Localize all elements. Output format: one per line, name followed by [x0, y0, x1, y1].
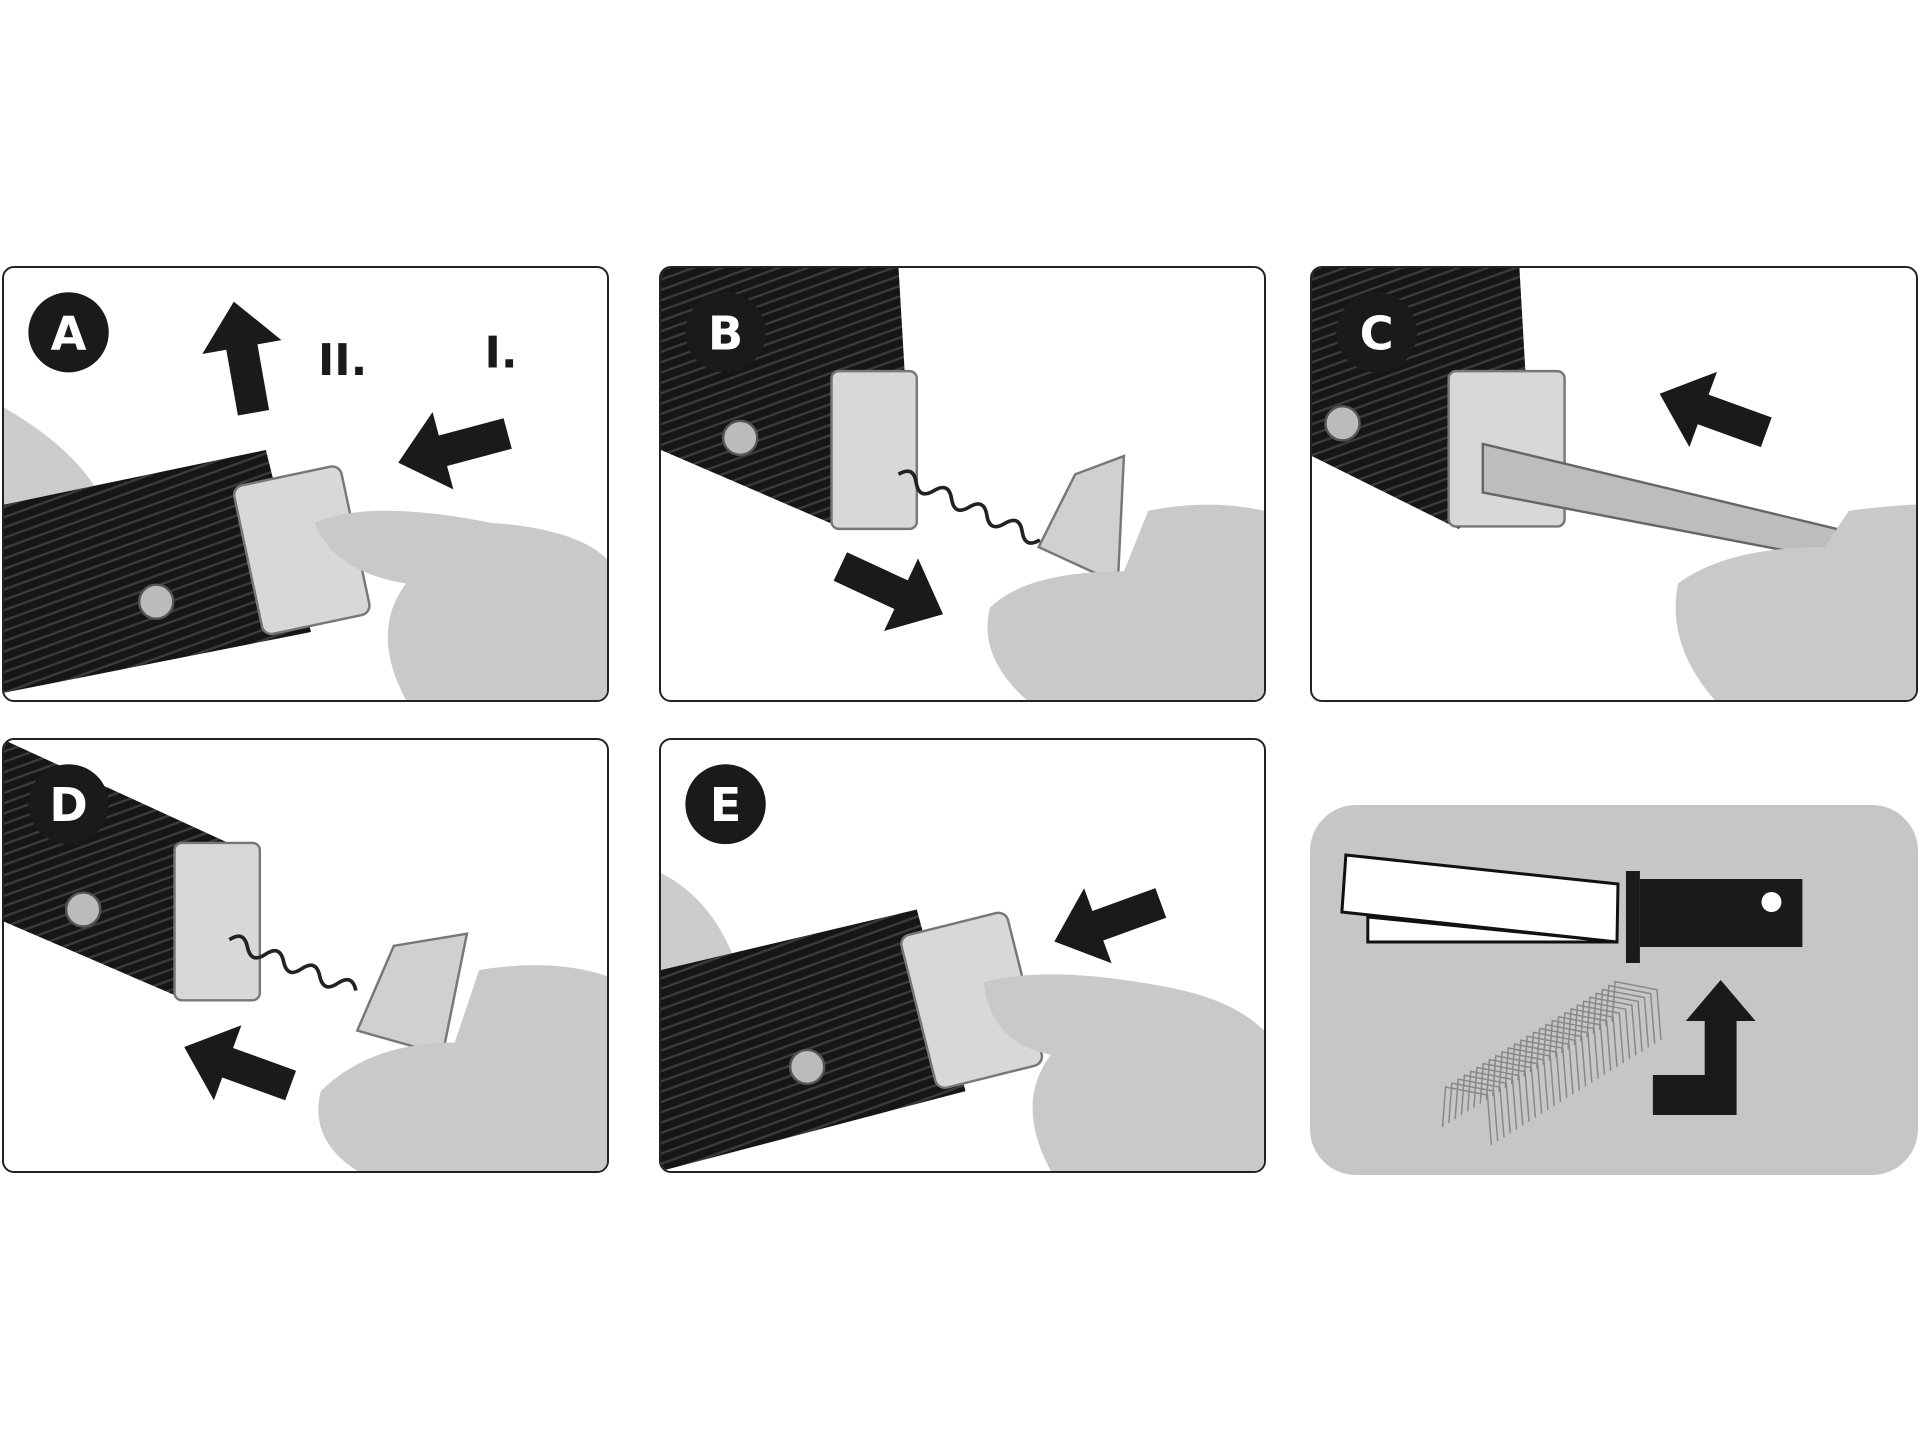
staple-strip: [1481, 442, 1839, 561]
step-badge: [685, 292, 766, 373]
step-label: C: [1360, 306, 1394, 360]
hand-right: [314, 510, 607, 700]
step-e-panel: E: [659, 738, 1266, 1173]
spring: [897, 469, 1041, 545]
step-d-panel: D: [2, 738, 609, 1173]
arrow-left-icon: [170, 1009, 305, 1124]
step-c-panel: C: [1310, 266, 1918, 702]
stapler-handle-icon: [1639, 879, 1803, 947]
knob-icon: [138, 583, 175, 620]
hand-right: [318, 965, 607, 1171]
pusher: [355, 932, 469, 1057]
metal-cap: [830, 369, 919, 531]
staples-icon: [1441, 980, 1662, 1146]
step-badge: [1336, 292, 1417, 373]
hand-right: [987, 504, 1264, 700]
knob-icon: [64, 891, 102, 928]
step-b-panel: B: [659, 266, 1266, 702]
step-badge: [685, 764, 766, 845]
arrow-left-icon: [1040, 865, 1175, 980]
spring: [228, 934, 358, 992]
step-badge: [28, 292, 109, 373]
knob-icon: [721, 419, 759, 457]
arrow-left-icon: [1645, 356, 1781, 470]
step-label: D: [49, 778, 87, 832]
knob-icon: [788, 1048, 826, 1086]
staple-refill-legend-panel: [1310, 805, 1918, 1175]
metal-cap: [173, 841, 262, 1002]
hand-right: [1675, 504, 1916, 700]
pusher: [1036, 454, 1126, 586]
stapler-handle: [661, 909, 966, 1171]
stapler-flange: [1625, 871, 1640, 963]
arrow-right-down-icon: [823, 530, 961, 651]
step-label: E: [710, 778, 742, 832]
step-label: A: [51, 306, 87, 360]
stapler-upper-blade: [1340, 853, 1620, 944]
step-label: B: [708, 306, 743, 360]
stapler-handle: [4, 450, 311, 693]
step-a-panel: A II. I.: [2, 266, 609, 702]
hang-hole: [1761, 892, 1782, 912]
step-badge: [28, 764, 109, 845]
arrow-left-icon: [387, 394, 519, 502]
arrow-up-icon: [1652, 980, 1756, 1115]
arrow-up-icon: [194, 294, 294, 420]
annotation-step-ii: II.: [318, 335, 367, 386]
annotation-step-i: I.: [485, 328, 518, 379]
knob-icon: [1324, 405, 1361, 442]
hand-right: [983, 974, 1264, 1171]
hand-left: [661, 873, 735, 983]
